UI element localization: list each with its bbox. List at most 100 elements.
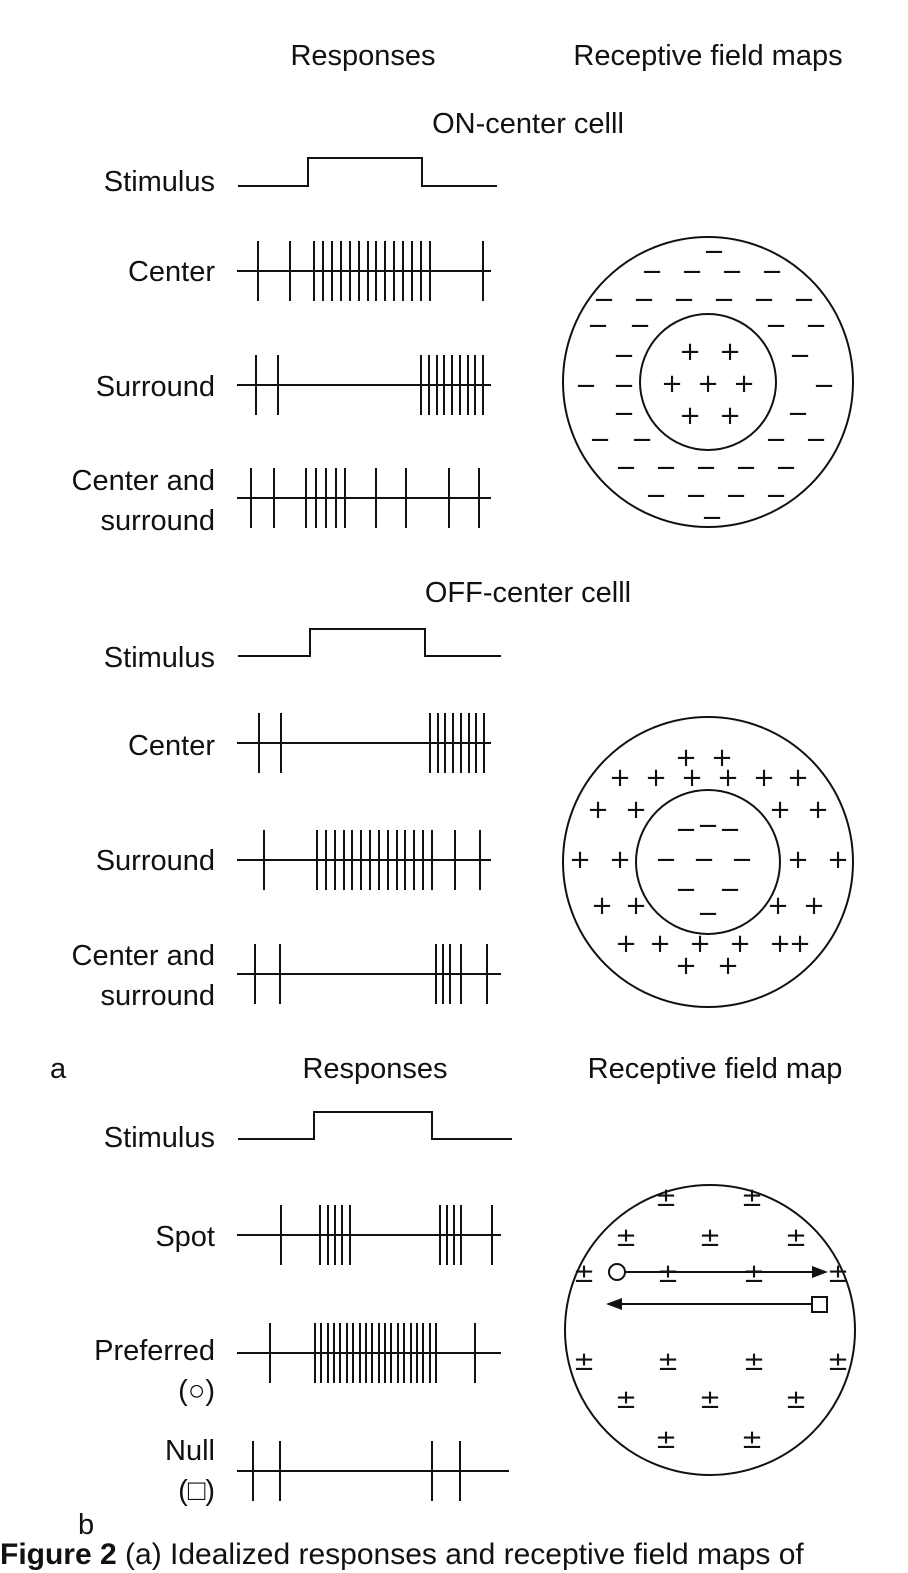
spike-marks <box>269 1323 476 1383</box>
on-surround-row-label: Surround <box>96 371 215 403</box>
field-symbol: − <box>613 399 635 429</box>
spike-marks <box>252 1441 461 1501</box>
field-symbol: ± <box>827 1259 849 1289</box>
field-symbol: − <box>613 341 635 371</box>
field-symbol: + <box>733 369 755 399</box>
field-symbol: − <box>761 257 783 287</box>
spike-marks <box>263 830 481 890</box>
spike-marks <box>254 944 488 1004</box>
field-symbol: + <box>625 795 647 825</box>
null-row-label-2: (□) <box>178 1475 215 1507</box>
on-center-title: ON-center celll <box>432 108 624 140</box>
field-symbol: − <box>655 453 677 483</box>
field-symbol: − <box>787 399 809 429</box>
field-symbol: − <box>813 371 835 401</box>
field-symbol: − <box>721 257 743 287</box>
responses-header: Responses <box>290 40 435 72</box>
field-symbol: − <box>731 845 753 875</box>
field-symbol: + <box>679 337 701 367</box>
field-symbol: ± <box>655 1425 677 1455</box>
receptive-field-maps-header: Receptive field maps <box>573 40 842 72</box>
field-symbol: ± <box>699 1223 721 1253</box>
field-symbol: − <box>675 875 697 905</box>
field-symbol: + <box>769 795 791 825</box>
spike-marks <box>250 468 480 528</box>
on-center-and-surround-spike-train <box>237 468 491 528</box>
off-center-and-surround-label-1: Center and <box>72 940 216 972</box>
field-symbol: ± <box>785 1385 807 1415</box>
field-symbol: + <box>717 763 739 793</box>
spike-marks <box>255 355 484 415</box>
spike-marks <box>258 713 485 773</box>
field-symbol: + <box>681 763 703 793</box>
field-symbol: − <box>681 257 703 287</box>
ds-stimulus-trace <box>238 1111 512 1140</box>
field-symbol: − <box>593 285 615 315</box>
ds-stimulus-label: Stimulus <box>104 1122 215 1154</box>
field-symbol: − <box>685 481 707 511</box>
center-boundary <box>635 789 781 935</box>
field-symbol: − <box>697 899 719 929</box>
field-symbol: ± <box>699 1385 721 1415</box>
field-symbol: + <box>649 929 671 959</box>
field-symbol: − <box>725 481 747 511</box>
field-symbols: ±±±±±±±±±±±±±±±±±± <box>573 1183 849 1455</box>
field-symbol: + <box>697 369 719 399</box>
arrowhead-left-icon <box>606 1298 622 1310</box>
field-symbol: − <box>633 285 655 315</box>
off-center-and-surround-label-2: surround <box>101 980 215 1012</box>
off-center-row-label: Center <box>128 730 215 762</box>
field-symbol: + <box>689 929 711 959</box>
field-symbol: + <box>787 845 809 875</box>
null-row-label-1: Null <box>165 1435 215 1467</box>
field-symbol: − <box>675 815 697 845</box>
on-surround-spike-train <box>237 355 491 415</box>
field-symbol: − <box>805 425 827 455</box>
surround-boundary <box>562 716 854 1008</box>
field-symbol: + <box>645 763 667 793</box>
null-start-square-icon <box>811 1296 828 1313</box>
field-symbol: + <box>803 891 825 921</box>
field-symbol: − <box>697 811 719 841</box>
field-symbol: − <box>587 311 609 341</box>
field-symbol: − <box>719 815 741 845</box>
field-symbol: + <box>719 401 741 431</box>
preferred-row-label-2: (○) <box>178 1375 215 1407</box>
arrowhead-right-icon <box>812 1266 828 1278</box>
field-symbol: − <box>645 481 667 511</box>
panel-label-b: b <box>78 1509 94 1541</box>
field-symbol: − <box>765 311 787 341</box>
off-surround-row-label: Surround <box>96 845 215 877</box>
field-symbol: ± <box>573 1259 595 1289</box>
preferred-start-circle-icon <box>608 1263 626 1281</box>
field-symbol: ± <box>573 1347 595 1377</box>
field-symbol: ± <box>785 1223 807 1253</box>
field-symbol: − <box>641 257 663 287</box>
direction-selective-receptive-field-map: ±±±±±±±±±±±±±±±±±± <box>564 1183 856 1476</box>
field-symbol: − <box>753 285 775 315</box>
preferred-spike-train <box>237 1323 501 1383</box>
field-symbol: − <box>629 311 651 341</box>
field-symbol: + <box>625 891 647 921</box>
on-stimulus-label: Stimulus <box>104 166 215 198</box>
responses-header-b: Responses <box>302 1053 447 1085</box>
field-symbol: ± <box>655 1183 677 1213</box>
field-symbol: + <box>615 929 637 959</box>
field-symbol: − <box>735 453 757 483</box>
spot-spike-train <box>237 1205 501 1265</box>
on-center-spike-train <box>237 241 491 301</box>
null-spike-train <box>237 1441 509 1501</box>
field-symbol: − <box>693 845 715 875</box>
field-symbol: − <box>613 371 635 401</box>
field-symbol: + <box>675 951 697 981</box>
off-stimulus-trace <box>238 628 501 657</box>
field-symbol: − <box>615 453 637 483</box>
spike-marks <box>257 241 484 301</box>
off-center-title: OFF-center celll <box>425 577 631 609</box>
field-symbol: ± <box>741 1183 763 1213</box>
field-symbol: + <box>729 929 751 959</box>
field-symbol: − <box>631 425 653 455</box>
field-symbol: − <box>673 285 695 315</box>
off-surround-spike-train <box>237 830 491 890</box>
